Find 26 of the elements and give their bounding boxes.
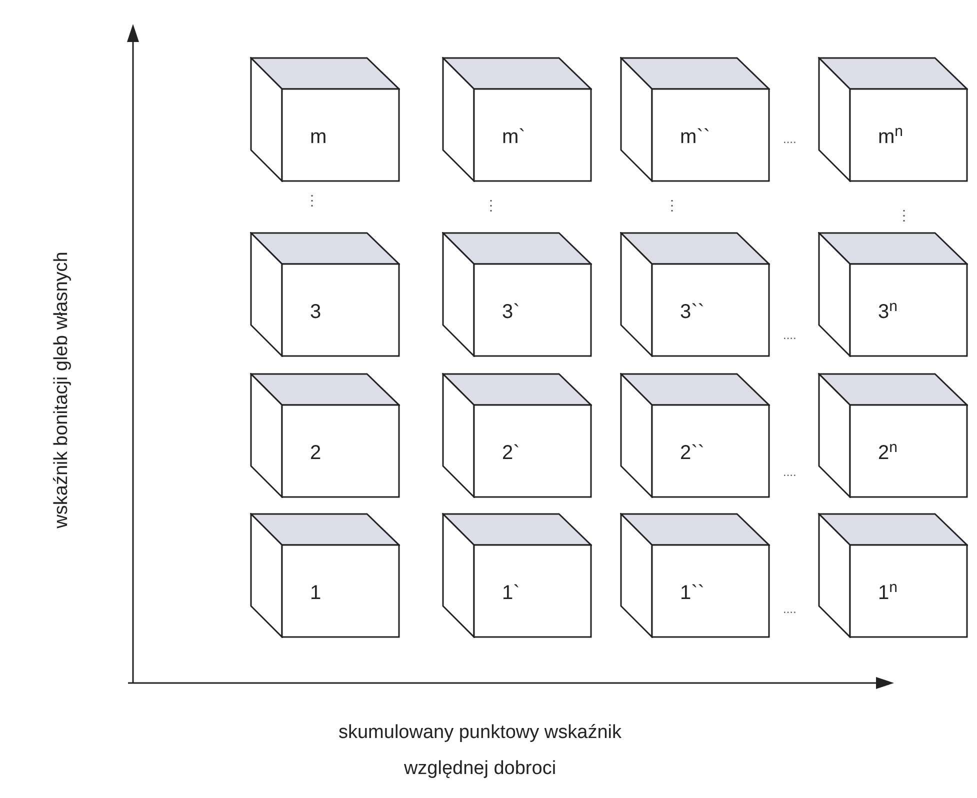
vertical-ellipsis: ⋮ bbox=[484, 196, 498, 215]
ellipsis: .... bbox=[783, 601, 796, 618]
cube-label: m` bbox=[502, 127, 526, 147]
ellipsis: .... bbox=[783, 131, 796, 148]
cube-label: 2` bbox=[502, 443, 520, 463]
cube-label: 2$^{n}$ bbox=[878, 443, 898, 463]
vertical-ellipsis: ⋮ bbox=[665, 196, 679, 215]
axis-label: skumulowany punktowy wskaźnik względnej dobroci bbox=[337, 721, 622, 781]
cube-label: 3`` bbox=[680, 302, 704, 322]
ellipsis: .... bbox=[783, 464, 796, 481]
cube-label: m$^{n}$ bbox=[878, 127, 904, 147]
cube-label: m bbox=[310, 127, 327, 147]
cube-label: 3` bbox=[502, 302, 520, 322]
vertical-ellipsis: ⋮ bbox=[305, 191, 319, 210]
cube-label: m`` bbox=[680, 127, 710, 147]
cube-label: 2 bbox=[310, 443, 322, 463]
cube-label: 1 bbox=[310, 583, 322, 603]
cube-label: 2`` bbox=[680, 443, 704, 463]
cube-label: 1`` bbox=[680, 583, 704, 603]
ellipsis: .... bbox=[783, 327, 796, 344]
cube-label: 3$^{n}$ bbox=[878, 302, 898, 322]
cube-label: 1$^{n}$ bbox=[878, 583, 898, 603]
cube-label: 1` bbox=[502, 583, 520, 603]
cube-label: 3 bbox=[310, 302, 322, 322]
vertical-ellipsis: ⋮ bbox=[897, 206, 911, 225]
axis-label: wskaźnik bonitacji gleb własnych bbox=[50, 252, 73, 528]
